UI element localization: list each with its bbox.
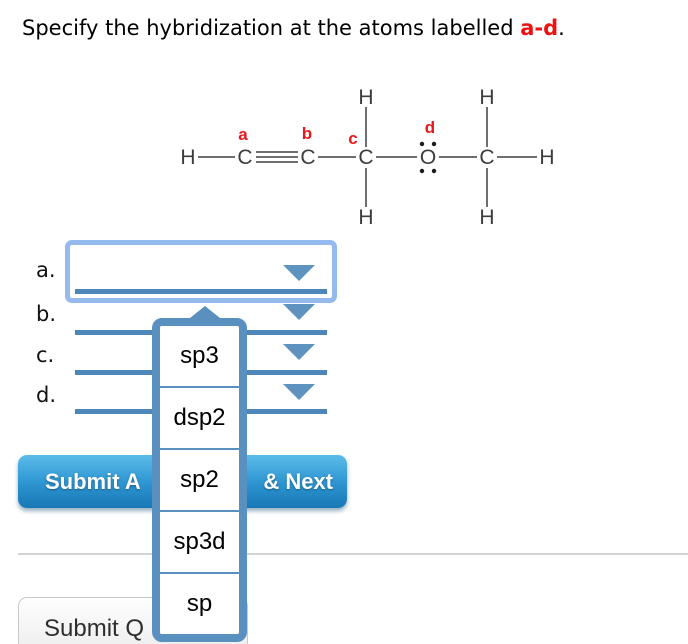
question-title-suffix: .	[558, 16, 565, 40]
question-title-prefix: Specify the hybridization at the atoms l…	[22, 16, 521, 40]
question-title: Specify the hybridization at the atoms l…	[22, 16, 672, 40]
atom-h-bottom-e: H	[479, 206, 494, 229]
dropdown-arrow-icon[interactable]	[283, 384, 315, 400]
atom-label-d: d	[425, 118, 435, 137]
submit-answer-label-left: Submit A	[45, 468, 141, 494]
atom-h-left: H	[180, 146, 195, 169]
row-label-c: c.	[36, 343, 55, 367]
lone-pair-dots	[419, 141, 437, 174]
submit-answer-label-right: & Next	[263, 468, 333, 494]
atom-label-c: c	[348, 129, 357, 148]
popup-caret-icon	[190, 306, 220, 318]
molecule-diagram: H C C C O C H H H H H a b c d	[180, 86, 554, 229]
dropdown-arrow-icon[interactable]	[283, 265, 315, 281]
atom-label-a: a	[238, 125, 248, 144]
bond-lines	[198, 107, 537, 207]
dropdown-arrow-icon[interactable]	[283, 304, 315, 320]
dropdown-a-underline[interactable]	[75, 289, 327, 294]
option-sp3[interactable]: sp3	[160, 326, 239, 386]
atom-h-bottom-c: H	[358, 206, 373, 229]
option-sp2[interactable]: sp2	[160, 448, 239, 510]
submit-quiz-label: Submit Q	[44, 615, 145, 642]
atom-o-d: O	[420, 146, 436, 169]
atom-c-e: C	[479, 146, 494, 169]
option-dsp2[interactable]: dsp2	[160, 386, 239, 448]
row-label-d: d.	[36, 383, 57, 407]
atom-c-b: C	[300, 146, 315, 169]
dropdown-arrow-icon[interactable]	[283, 344, 315, 360]
section-divider	[18, 553, 688, 555]
atom-h-top-c: H	[358, 86, 373, 109]
question-title-highlight: a-d	[520, 16, 559, 40]
atom-c-a: C	[237, 146, 252, 169]
option-sp[interactable]: sp	[160, 572, 239, 634]
options-popup: sp3 dsp2 sp2 sp3d sp	[152, 306, 247, 642]
atom-h-top-e: H	[479, 86, 494, 109]
atom-h-right: H	[539, 146, 554, 169]
row-label-a: a.	[36, 258, 56, 282]
option-sp3d[interactable]: sp3d	[160, 510, 239, 572]
atom-label-b: b	[302, 124, 312, 143]
options-popup-list: sp3 dsp2 sp2 sp3d sp	[152, 318, 247, 642]
atom-c-c: C	[358, 146, 373, 169]
row-label-b: b.	[36, 302, 57, 326]
